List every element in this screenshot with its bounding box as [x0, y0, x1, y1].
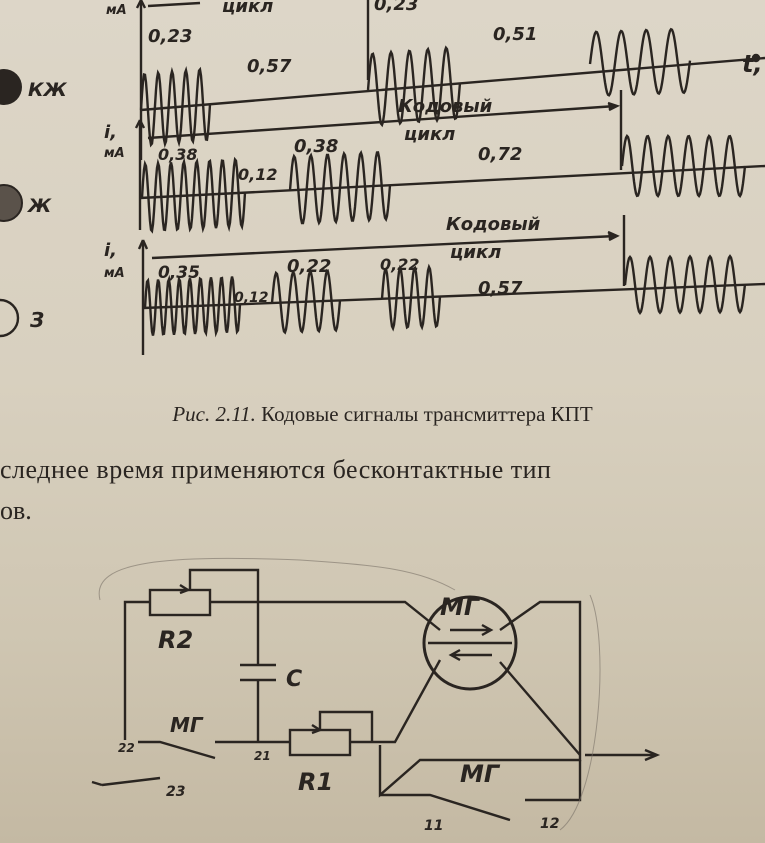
axes: [134, 0, 765, 355]
row3-seg-0: 0,35: [158, 263, 200, 283]
label-mg-left: МГ: [170, 713, 204, 737]
label-mg-bottom: МГ: [460, 760, 501, 788]
legend-zh-label: Ж: [26, 195, 52, 217]
baseline-row2: [139, 164, 765, 200]
time-axis-label: t,: [742, 50, 763, 78]
row2-axis-unit: мА: [104, 146, 125, 161]
resistor-r2: [148, 588, 212, 617]
baseline-row3: [142, 282, 765, 310]
contact-23: 23: [166, 784, 185, 800]
caption-text: Кодовые сигналы трансмиттера КПТ: [261, 402, 593, 426]
row1-seg-3: 0,51: [493, 24, 537, 45]
label-c: C: [286, 667, 302, 692]
row1-seg-2: 0,23: [374, 0, 418, 15]
signal-burst: [588, 27, 692, 97]
row2-seg-2: 0,38: [294, 136, 338, 157]
caption-prefix: Рис. 2.11.: [172, 402, 256, 426]
contact-11: 11: [424, 818, 443, 834]
cycle-arrow-row3: [151, 234, 617, 260]
row2-seg-0: 0,38: [158, 145, 197, 164]
body-text-line-2: ов.: [0, 496, 32, 525]
row3-seg-1: 0,12: [234, 290, 269, 306]
mg-relay-circle: [422, 595, 518, 691]
label-r1: R1: [298, 768, 333, 796]
contact-22: 22: [118, 741, 135, 755]
cycle-arrow-row1: [147, 1, 201, 8]
row2-seg-3: 0,72: [478, 144, 522, 165]
legend-kzh-icon: [0, 69, 22, 105]
body-text-line-1: следнее время применяются бесконтактные …: [0, 455, 552, 484]
circuit-diagram: [91, 557, 661, 831]
row3-cycle-title: Кодовый: [446, 214, 541, 235]
row1-cycle-label: цикл: [222, 0, 273, 17]
legend-kzh-label: КЖ: [28, 79, 68, 101]
row3-seg-4: 0,57: [478, 278, 523, 299]
row3-axis-i: i,: [104, 240, 117, 261]
legend-z-icon: [0, 298, 20, 338]
resistor-r1: [288, 728, 352, 757]
row3-seg-2: 0,22: [287, 256, 331, 277]
row3-seg-3: 0,22: [380, 255, 419, 274]
row1-seg-1: 0,57: [247, 56, 292, 77]
signal-burst: [620, 133, 747, 199]
cycle-arrow-row2: [147, 104, 617, 140]
contact-12: 12: [540, 816, 559, 832]
contact-21: 21: [254, 749, 271, 763]
row2-cycle-label: цикл: [404, 124, 455, 145]
signal-burst: [623, 254, 747, 315]
label-mg-top: МГ: [440, 593, 481, 621]
label-r2: R2: [158, 626, 193, 654]
row1-seg-0: 0,23: [148, 26, 192, 47]
row3-cycle-label: цикл: [450, 242, 501, 263]
row2-cycle-title: Кодовый: [398, 96, 493, 117]
figure-caption: Рис. 2.11. Кодовые сигналы трансмиттера …: [0, 402, 765, 427]
row2-axis-i: i,: [104, 122, 117, 143]
row2-seg-1: 0,12: [238, 165, 277, 184]
row1-axis-unit: мА: [106, 3, 127, 18]
baseline-row1: [140, 56, 765, 112]
legend-z-label: З: [29, 308, 44, 332]
legend-zh-icon: [0, 184, 23, 222]
legend: КЖ Ж З: [0, 69, 68, 338]
row3-axis-unit: мА: [104, 266, 125, 281]
